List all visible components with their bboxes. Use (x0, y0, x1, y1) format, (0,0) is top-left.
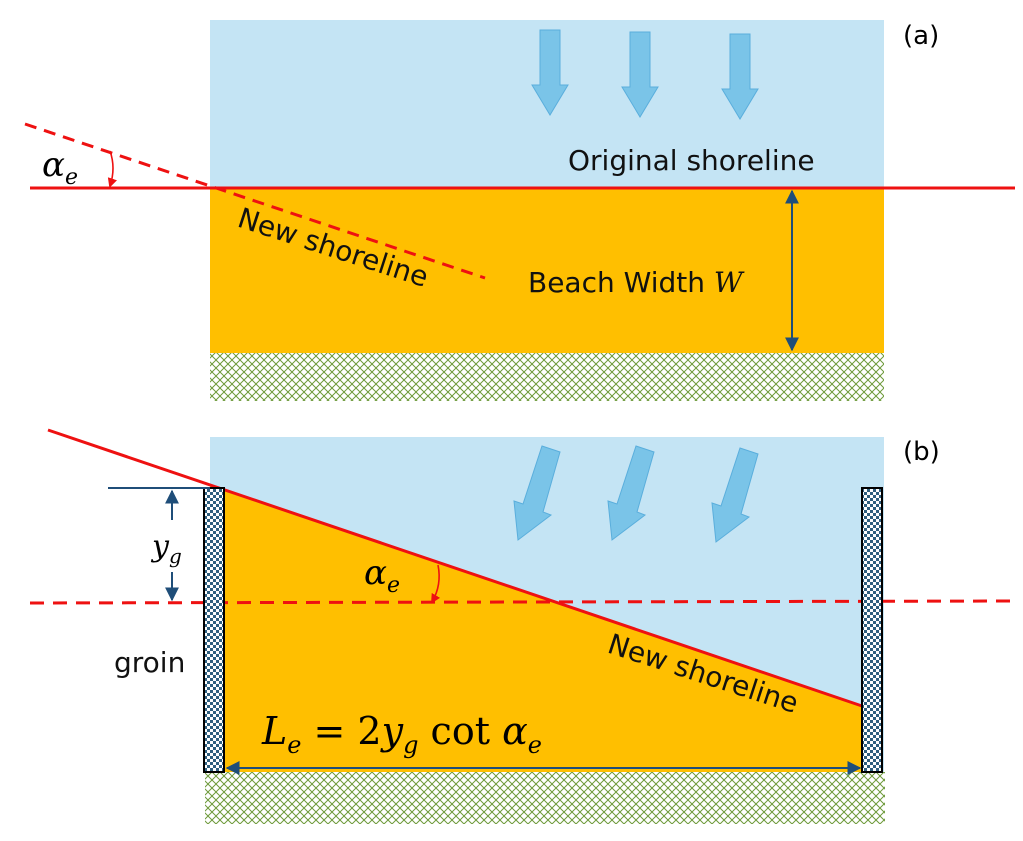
original-shoreline-dashed-b (29, 599, 1016, 605)
eq-y-subscript: g (403, 731, 418, 759)
beach-width-label: Beach Width W (528, 266, 745, 299)
alpha-e-label-b: αe (364, 553, 400, 598)
wave-arrows-a (531, 29, 759, 120)
panel-b: (b) groin yg αe New shoreline Le = 2yg c… (29, 428, 1016, 824)
curved-arrow-icon (431, 564, 441, 604)
ground-hatch-b (205, 772, 885, 824)
down-arrow-icon (607, 445, 655, 541)
beach-area-b (210, 485, 862, 772)
yg-label: yg (150, 529, 182, 568)
down-arrow-icon (621, 31, 659, 118)
new-shoreline-line-b (47, 428, 863, 708)
alpha-symbol: α (364, 553, 387, 593)
down-arrow-icon (531, 29, 569, 116)
groin-label: groin (114, 646, 185, 679)
down-arrow-icon (513, 445, 561, 541)
beach-width-text: Beach Width (528, 266, 714, 299)
y-symbol: y (150, 529, 170, 564)
wave-arrows-b (513, 445, 759, 543)
down-arrow-icon (721, 33, 759, 120)
new-shoreline-line-a (24, 122, 486, 280)
eq-cot: cot (418, 709, 502, 753)
eq-L: L (261, 709, 287, 753)
groin-right (861, 487, 883, 773)
alpha-symbol: α (42, 145, 65, 185)
eq-L-subscript: e (287, 731, 301, 759)
ground-hatch-a (210, 353, 884, 401)
y-subscript: g (169, 544, 182, 568)
eq-alpha: α (502, 709, 528, 753)
panel-a-label: (a) (903, 21, 939, 51)
original-shoreline-label: Original shoreline (568, 144, 815, 177)
le-equation: Le = 2yg cot αe (261, 709, 542, 759)
eq-alpha-subscript: e (528, 731, 542, 759)
beach-width-symbol: W (714, 266, 745, 299)
down-arrow-icon (711, 447, 759, 543)
panel-a: (a) Original shoreline New shoreline Bea… (24, 20, 1015, 401)
groin-left (203, 487, 225, 773)
alpha-subscript: e (65, 165, 78, 190)
eq-equals: = 2 (301, 709, 381, 753)
eq-y: y (380, 709, 404, 753)
curved-arrow-icon (107, 150, 117, 188)
beach-area-a (210, 188, 884, 353)
alpha-subscript: e (387, 573, 400, 598)
panel-b-label: (b) (903, 437, 940, 467)
alpha-e-label-a: αe (42, 145, 78, 190)
